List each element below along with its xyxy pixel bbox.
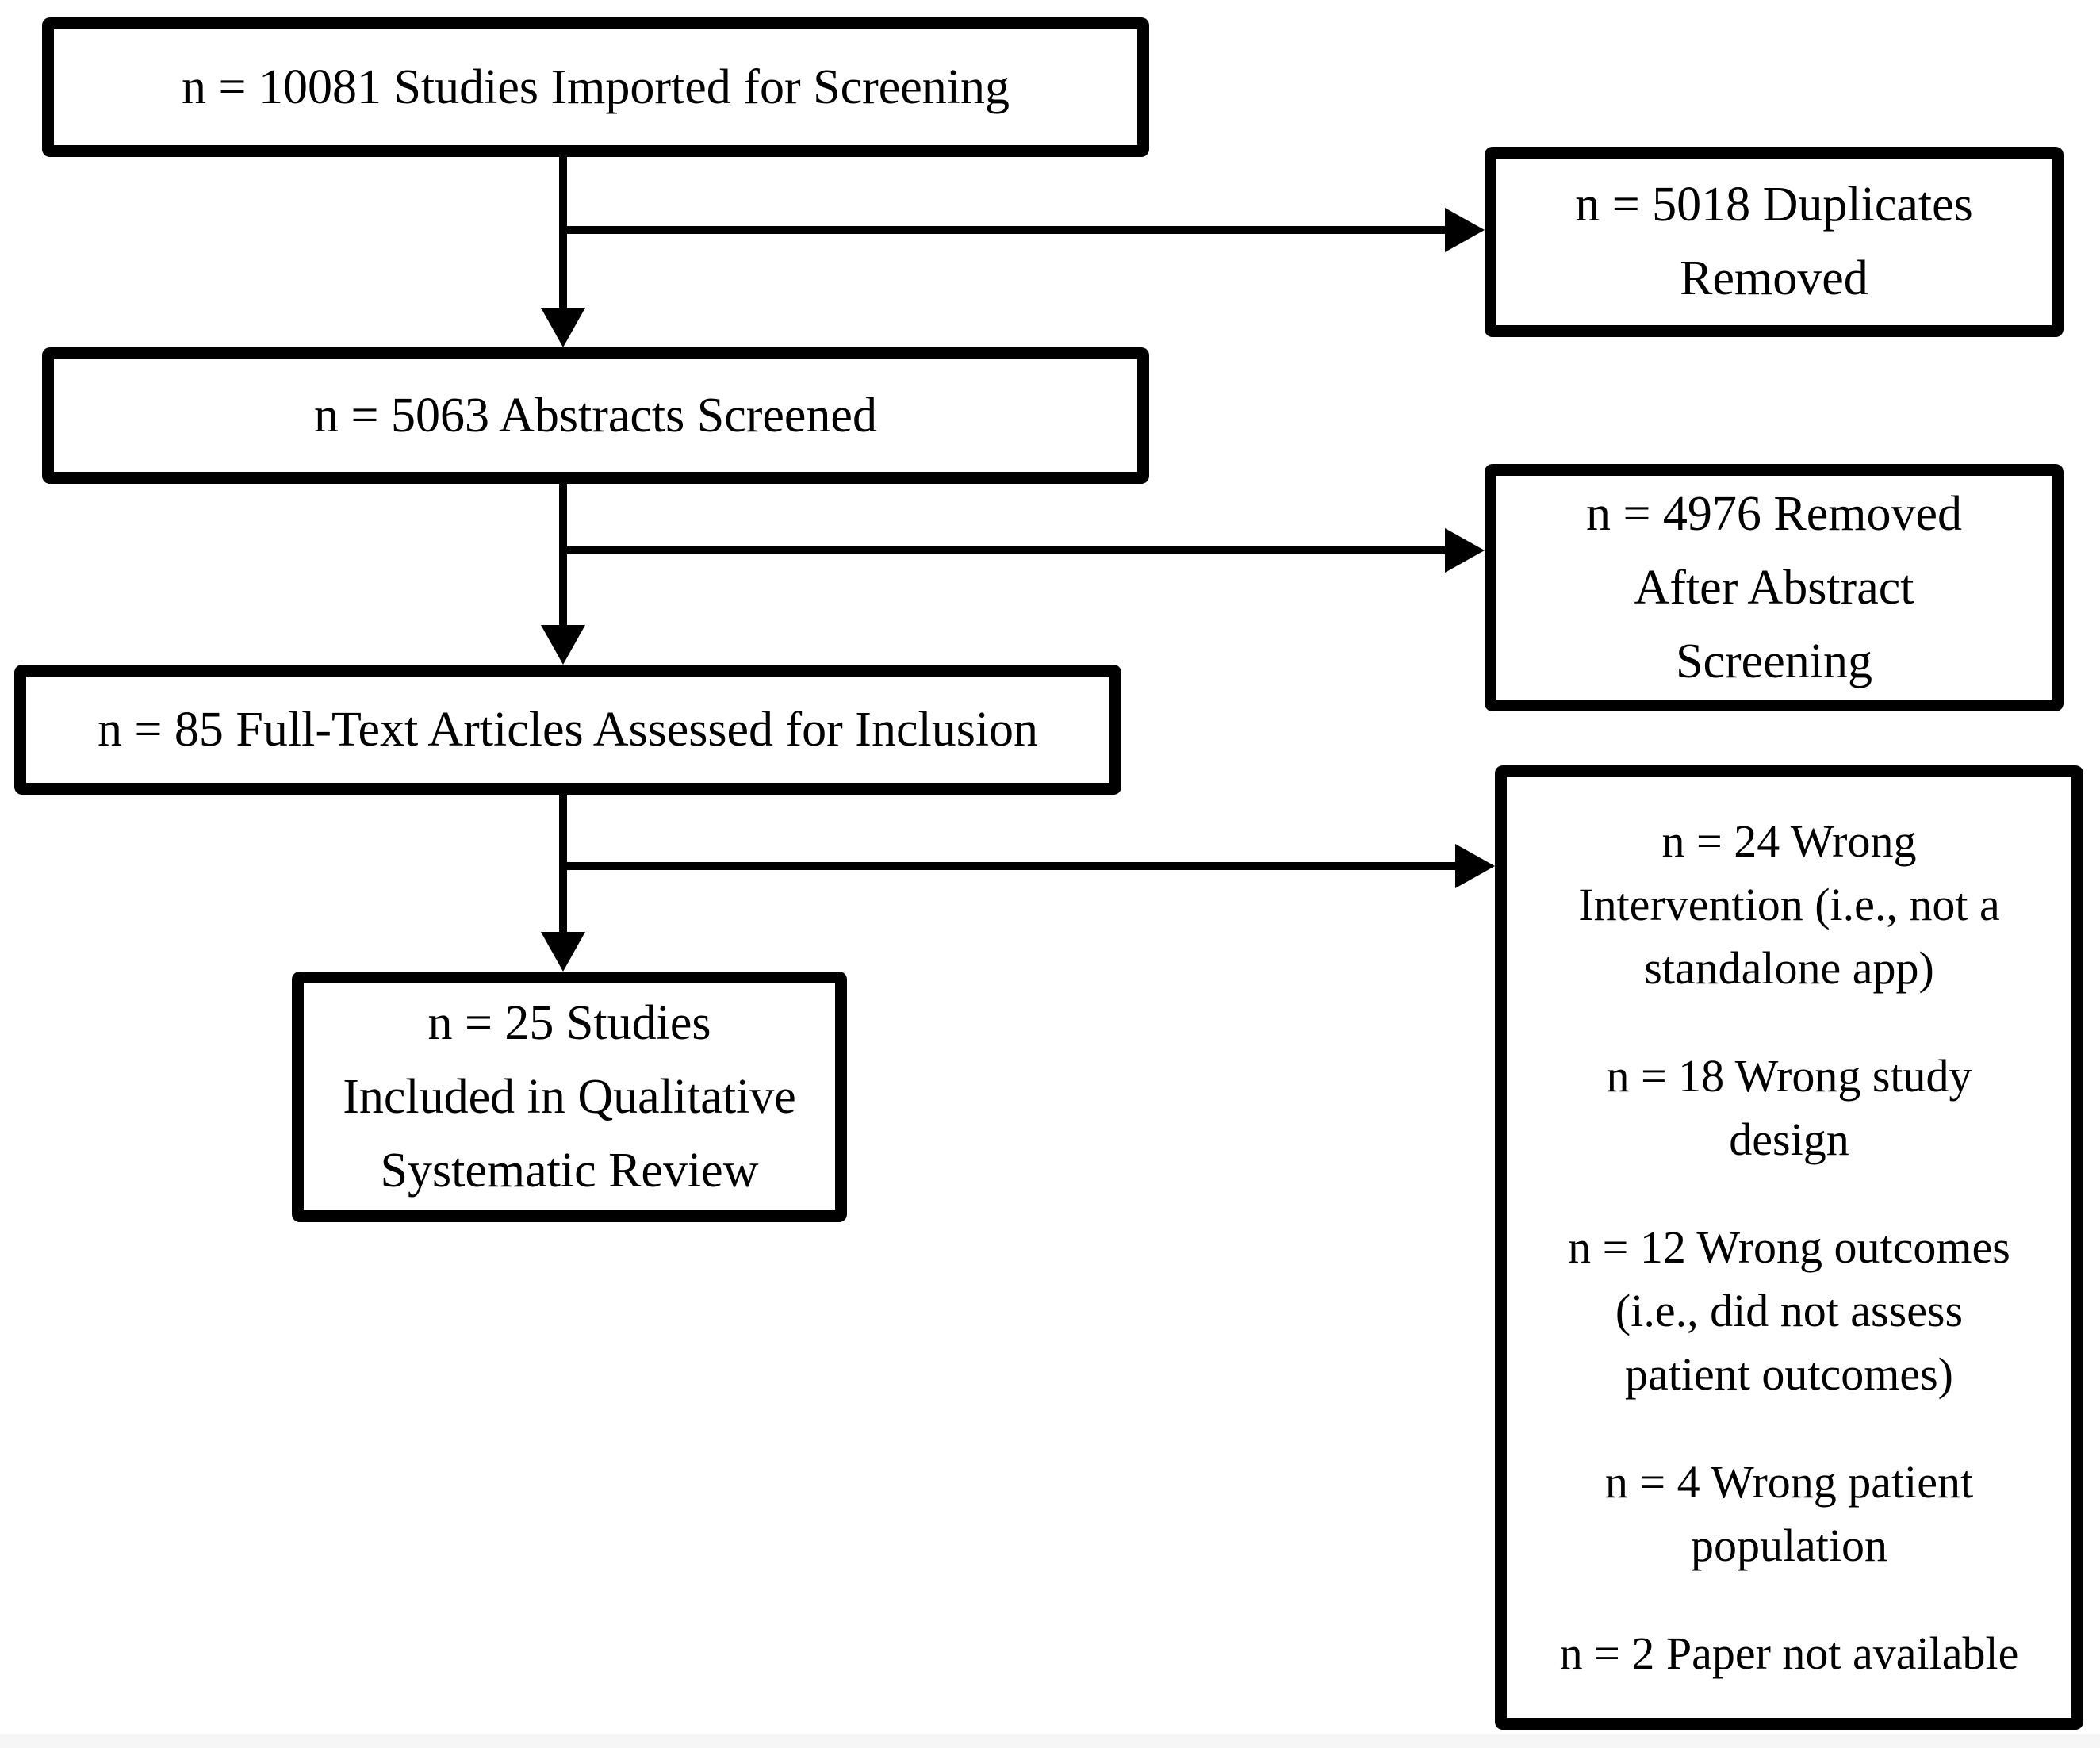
arrowhead-down-included	[541, 932, 585, 972]
box-removed-after-abstract-screening: n = 4976 Removed After Abstract Screenin…	[1485, 464, 2064, 711]
exclusion-item-wrong-study-design: n = 18 Wrong study design	[1606, 1049, 1972, 1165]
box-studies-imported: n = 10081 Studies Imported for Screening	[42, 17, 1149, 157]
arrowhead-right-abstract-removed	[1445, 528, 1485, 573]
exclusion-item-wrong-population: n = 4 Wrong patient population	[1604, 1456, 1974, 1572]
page-edge-strip	[0, 1734, 2100, 1748]
box-duplicates-removed: n = 5018 Duplicates Removed	[1485, 147, 2064, 337]
exclusion-item-wrong-intervention: n = 24 Wrong Intervention (i.e., not a s…	[1578, 815, 2000, 994]
arrowhead-right-duplicates	[1445, 208, 1485, 252]
exclusion-item-wrong-outcomes: n = 12 Wrong outcomes (i.e., did not ass…	[1568, 1221, 2010, 1401]
arrowhead-down-abstracts	[541, 308, 585, 347]
connector-branch-to-abstract-removed	[559, 546, 1447, 554]
exclusion-item-paper-unavailable: n = 2 Paper not available	[1559, 1627, 2019, 1680]
connector-abstracts-to-fulltext	[559, 482, 567, 627]
arrowhead-right-exclusions	[1455, 844, 1495, 888]
connector-branch-to-duplicates	[559, 226, 1447, 234]
box-included-qualitative-review: n = 25 Studies Included in Qualitative S…	[292, 972, 847, 1222]
arrowhead-down-fulltext	[541, 625, 585, 665]
box-fulltext-assessed: n = 85 Full-Text Articles Assessed for I…	[14, 665, 1121, 795]
box-fulltext-exclusion-reasons: n = 24 Wrong Intervention (i.e., not a s…	[1495, 765, 2083, 1730]
box-abstracts-screened: n = 5063 Abstracts Screened	[42, 347, 1149, 484]
connector-branch-to-exclusions	[559, 862, 1458, 870]
